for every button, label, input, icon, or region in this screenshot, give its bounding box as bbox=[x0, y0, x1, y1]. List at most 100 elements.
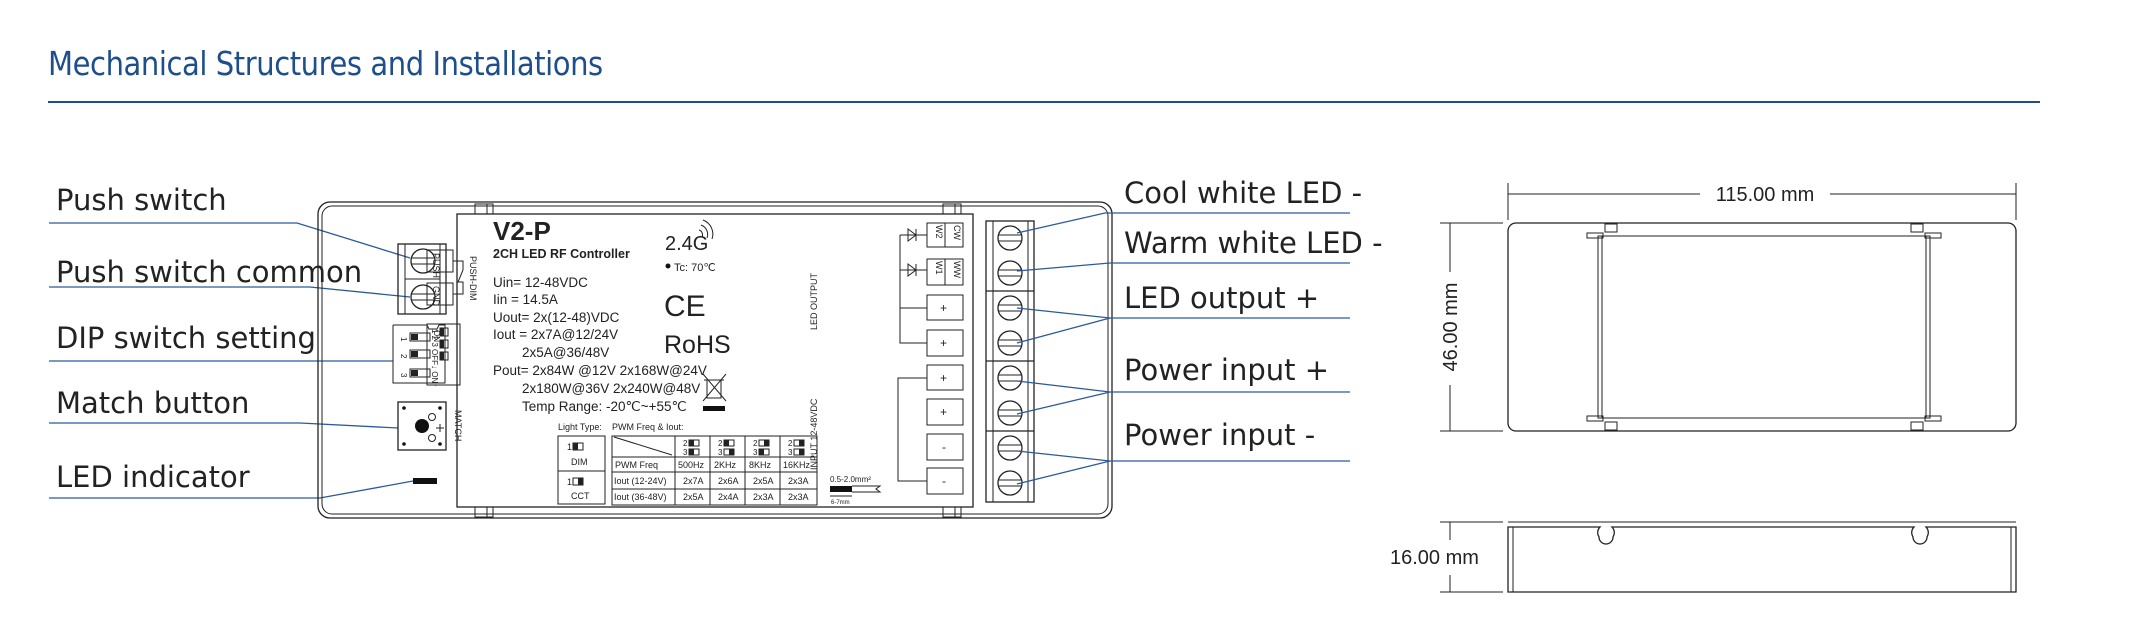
svg-text:W2: W2 bbox=[934, 225, 944, 239]
callout-push-switch-common: Push switch common bbox=[56, 255, 362, 289]
title-rule bbox=[48, 101, 2040, 103]
leader-line bbox=[49, 286, 411, 298]
callout-match-button: Match button bbox=[56, 386, 249, 420]
svg-text:Pout= 2x84W @12V 2x168W@24V: Pout= 2x84W @12V 2x168W@24V bbox=[493, 363, 707, 378]
leader-line bbox=[49, 422, 399, 429]
wire-strip-icon: 0.5-2.0mm² 6-7mm bbox=[830, 475, 882, 506]
svg-text:1 2 3 OFF↓ ON↑: 1 2 3 OFF↓ ON↑ bbox=[430, 329, 439, 387]
svg-text:Uout= 2x(12-48)VDC: Uout= 2x(12-48)VDC bbox=[493, 310, 620, 325]
left-callouts: Push switch Push switch common DIP switc… bbox=[49, 183, 414, 499]
right-callouts: Cool white LED - Warm white LED - LED ou… bbox=[1016, 176, 1383, 485]
top-view: 115.00 mm 46.00 mm bbox=[1440, 183, 2017, 432]
svg-text:3: 3 bbox=[399, 373, 408, 378]
svg-text:Iout (36-48V): Iout (36-48V) bbox=[614, 492, 667, 502]
svg-text:2x6A: 2x6A bbox=[718, 476, 739, 486]
height-dimension: 16.00 mm bbox=[1390, 547, 1479, 569]
svg-text:2: 2 bbox=[753, 439, 758, 448]
width-dimension: 46.00 mm bbox=[1440, 283, 1462, 372]
page-title: Mechanical Structures and Installations bbox=[48, 44, 603, 83]
pwm-table: PWM Freq 500Hz 2KHz 8KHz 16KHz Iout (12-… bbox=[611, 435, 818, 506]
input-label: INPUT 12-48VDC bbox=[809, 398, 819, 470]
svg-text:-: - bbox=[942, 474, 946, 488]
model-subtitle: 2CH LED RF Controller bbox=[493, 247, 630, 261]
svg-text:6-7mm: 6-7mm bbox=[831, 500, 850, 506]
svg-text:PWM Freq: PWM Freq bbox=[615, 460, 658, 470]
screw-icon bbox=[997, 400, 1023, 426]
push-switch-terminal bbox=[397, 243, 447, 315]
callout-led-indicator: LED indicator bbox=[56, 460, 250, 494]
svg-text:Iin = 14.5A: Iin = 14.5A bbox=[493, 292, 558, 307]
device-label: PUSH GND PUSH-DIM 1 2 3 OFF↓ ON↑ MATCH V… bbox=[426, 216, 964, 506]
model-name: V2-P bbox=[493, 216, 551, 246]
callout-warm-white: Warm white LED - bbox=[1124, 226, 1383, 260]
push-label: PUSH bbox=[431, 253, 441, 278]
screw-icon bbox=[410, 248, 436, 274]
svg-text:2x5A@36/48V: 2x5A@36/48V bbox=[522, 345, 609, 360]
svg-text:3: 3 bbox=[683, 448, 688, 457]
svg-text:Light Type:: Light Type: bbox=[558, 422, 602, 432]
screw-icon bbox=[997, 365, 1023, 391]
svg-text:2x3A: 2x3A bbox=[788, 492, 809, 502]
weee-bin-icon bbox=[702, 373, 727, 411]
leader-line bbox=[49, 480, 414, 499]
rf-label: 2.4G bbox=[665, 233, 708, 255]
length-dimension: 115.00 mm bbox=[1716, 184, 1815, 206]
match-button[interactable] bbox=[397, 401, 447, 451]
screw-icon bbox=[997, 225, 1023, 251]
screw-icon bbox=[997, 330, 1023, 356]
screw-icon bbox=[997, 260, 1023, 286]
light-type-box: 1 DIM 1 CCT bbox=[557, 435, 606, 505]
output-terminal-block bbox=[985, 220, 1035, 503]
gnd-label: GND bbox=[431, 286, 441, 307]
leader-line bbox=[49, 222, 411, 259]
svg-text:3: 3 bbox=[753, 448, 758, 457]
svg-text:+: + bbox=[940, 405, 947, 419]
svg-text:1: 1 bbox=[399, 337, 408, 342]
svg-text:3: 3 bbox=[788, 448, 793, 457]
svg-text:ON: ON bbox=[432, 330, 441, 342]
svg-text:2: 2 bbox=[788, 439, 793, 448]
svg-text:-: - bbox=[942, 440, 946, 454]
svg-text:2x5A: 2x5A bbox=[683, 492, 704, 502]
callout-led-output: LED output + bbox=[1124, 281, 1319, 315]
svg-text:2KHz: 2KHz bbox=[714, 460, 737, 470]
svg-text:DIM: DIM bbox=[571, 457, 588, 467]
dip-switch[interactable]: 1 2 3 ON bbox=[392, 324, 446, 384]
connector-labels: W2 CW W1 WW + + + + - - bbox=[926, 222, 964, 495]
side-view: 16.00 mm bbox=[1390, 521, 2017, 593]
callout-cool-white: Cool white LED - bbox=[1124, 176, 1362, 210]
callout-dip-switch: DIP switch setting bbox=[56, 321, 316, 355]
callout-push-switch: Push switch bbox=[56, 183, 227, 217]
svg-text:CW: CW bbox=[952, 225, 962, 240]
svg-text:PWM Freq & Iout:: PWM Freq & Iout: bbox=[612, 422, 684, 432]
svg-text:3: 3 bbox=[718, 448, 723, 457]
led-diode-icons bbox=[897, 228, 927, 482]
svg-text:WW: WW bbox=[952, 261, 962, 278]
svg-text:500Hz: 500Hz bbox=[678, 460, 705, 470]
svg-text:W1: W1 bbox=[934, 261, 944, 275]
wireless-icon bbox=[698, 219, 714, 240]
svg-text:2: 2 bbox=[718, 439, 723, 448]
rohs-mark: RoHS bbox=[664, 331, 731, 359]
tc-label: Tc: 70℃ bbox=[674, 262, 716, 274]
svg-text:Uin= 12-48VDC: Uin= 12-48VDC bbox=[493, 275, 588, 290]
svg-text:2x4A: 2x4A bbox=[718, 492, 739, 502]
svg-text:16KHz: 16KHz bbox=[783, 460, 811, 470]
svg-text:Temp Range: -20℃~+55℃: Temp Range: -20℃~+55℃ bbox=[522, 399, 687, 414]
spec-list: Uin= 12-48VDC Iin = 14.5A Uout= 2x(12-48… bbox=[493, 275, 707, 414]
led-indicator bbox=[413, 478, 437, 484]
tc-dot-icon bbox=[665, 263, 671, 269]
svg-text:2: 2 bbox=[683, 439, 688, 448]
svg-text:Iout = 2x7A@12/24V: Iout = 2x7A@12/24V bbox=[493, 327, 618, 342]
ce-mark: CE bbox=[664, 290, 706, 323]
svg-text:Iout (12-24V): Iout (12-24V) bbox=[614, 476, 667, 486]
svg-text:2x3A: 2x3A bbox=[753, 492, 774, 502]
svg-text:CCT: CCT bbox=[571, 491, 590, 501]
svg-text:2x180W@36V 2x240W@48V: 2x180W@36V 2x240W@48V bbox=[522, 381, 700, 396]
svg-text:1: 1 bbox=[567, 442, 572, 452]
screw-icon bbox=[997, 435, 1023, 461]
callout-power-plus: Power input + bbox=[1124, 353, 1329, 387]
svg-text:2: 2 bbox=[399, 354, 408, 359]
svg-text:0.5-2.0mm²: 0.5-2.0mm² bbox=[830, 475, 871, 484]
